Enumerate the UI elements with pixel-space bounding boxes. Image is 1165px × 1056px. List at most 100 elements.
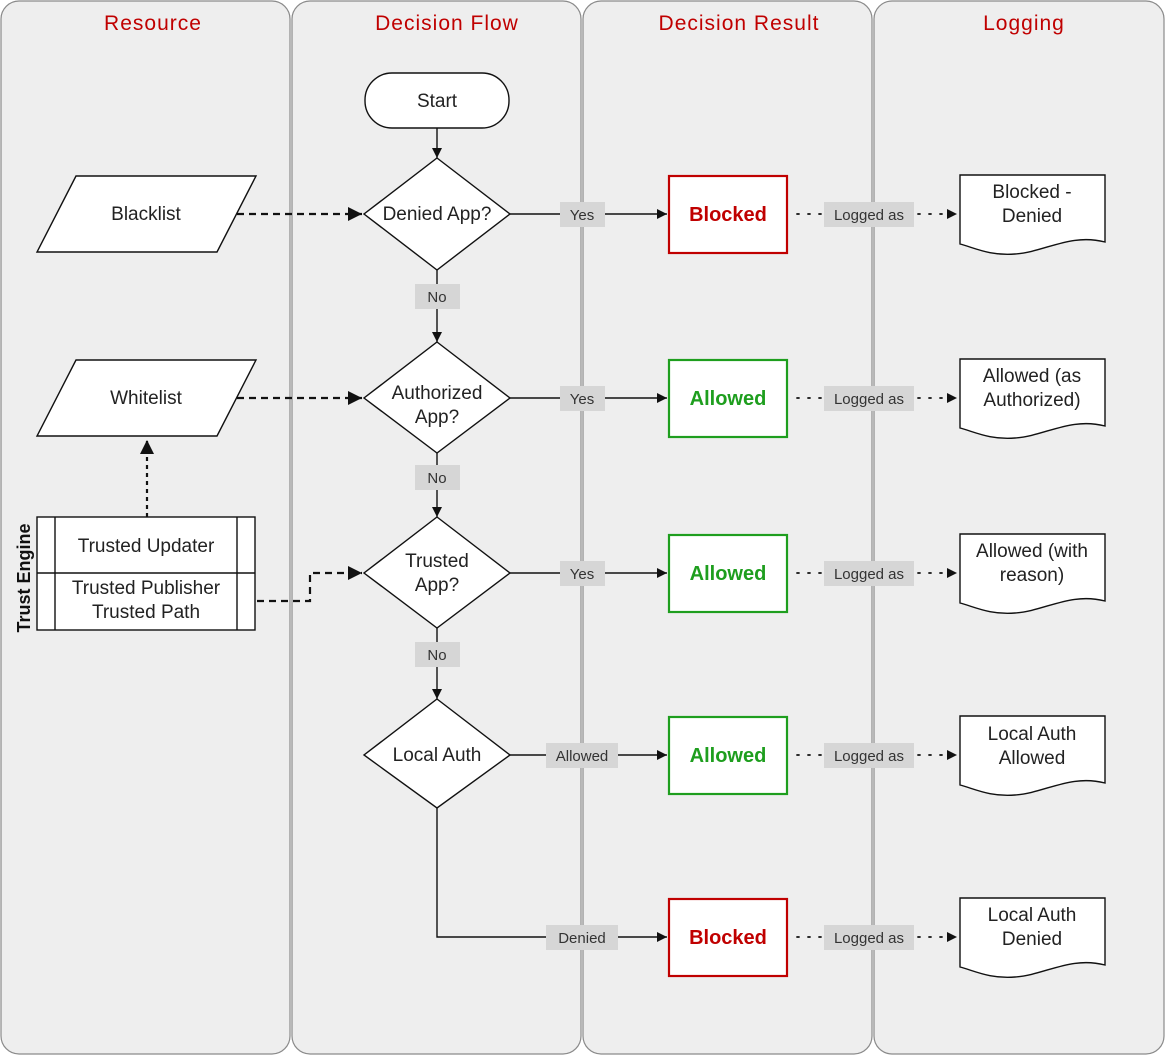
edge-trust-engine-to-trusted (257, 566, 362, 603)
label-text: Logged as (834, 748, 904, 765)
log-document-5: Local Auth Denied (959, 897, 1106, 979)
result-allowed-2: Allowed (667, 533, 789, 614)
label-text: Denied (558, 930, 606, 947)
trust-engine-row-path: Trusted Path (92, 602, 200, 623)
decision-denied-shape (362, 157, 512, 271)
label-logged-as-1: Logged as (824, 202, 914, 227)
log-line-2: Authorized) (983, 390, 1080, 411)
decision-local-auth: Local Auth (362, 698, 512, 809)
log-line-2: Denied (1002, 206, 1062, 227)
label-background (824, 925, 914, 950)
decision-authorized-shape (362, 341, 512, 454)
result-blocked-box (667, 174, 789, 255)
decision-authorized-label-line2: App? (415, 407, 459, 428)
result-allowed-label: Allowed (690, 388, 767, 410)
start-node: Start (364, 72, 510, 129)
label-text: Logged as (834, 391, 904, 408)
result-blocked-2: Blocked (667, 897, 789, 978)
label-background (415, 642, 460, 667)
label-background (415, 465, 460, 490)
lane-logging: Logging (873, 0, 1165, 1055)
result-blocked-label: Blocked (689, 204, 767, 226)
label-text: Yes (570, 207, 594, 224)
start-label: Start (417, 91, 458, 112)
result-blocked-box (667, 897, 789, 978)
label-text: Logged as (834, 930, 904, 947)
result-allowed-box (667, 533, 789, 614)
label-trusted-no: No (415, 642, 460, 667)
decision-trusted-label-line1: Trusted (405, 551, 469, 572)
log-document-shape (959, 533, 1106, 615)
lane-title-resource: Resource (104, 12, 202, 35)
blacklist-shape (35, 175, 258, 253)
log-line-1: Allowed (as (983, 366, 1081, 387)
label-background (824, 561, 914, 586)
lane-logging-background (873, 0, 1165, 1055)
blacklist-label: Blacklist (111, 204, 181, 225)
whitelist-shape (35, 359, 258, 437)
log-document-shape (959, 897, 1106, 979)
log-document-3: Allowed (with reason) (959, 533, 1106, 615)
label-background (560, 202, 605, 227)
label-background (560, 561, 605, 586)
decision-denied-app: Denied App? (362, 157, 512, 271)
decision-trusted-app: Trusted App? (362, 516, 512, 629)
result-blocked-1: Blocked (667, 174, 789, 255)
label-background (415, 284, 460, 309)
label-logged-as-5: Logged as (824, 925, 914, 950)
lane-title-decision-flow: Decision Flow (375, 12, 519, 35)
label-trusted-yes: Yes (560, 561, 605, 586)
log-line-2: Denied (1002, 929, 1062, 950)
trust-engine-node: Trusted Updater Trusted Publisher Truste… (14, 516, 256, 633)
log-document-1: Blocked - Denied (959, 174, 1106, 256)
start-shape (364, 72, 510, 129)
label-logged-as-2: Logged as (824, 386, 914, 411)
log-document-shape (959, 358, 1106, 440)
trust-engine-title: Trust Engine (14, 523, 34, 632)
label-denied-no: No (415, 284, 460, 309)
label-text: Yes (570, 391, 594, 408)
log-document-2: Allowed (as Authorized) (959, 358, 1106, 440)
trust-engine-row-updater: Trusted Updater (78, 536, 215, 557)
result-allowed-box (667, 358, 789, 439)
lane-title-decision-result: Decision Result (659, 12, 820, 35)
label-text: No (427, 289, 446, 306)
label-logged-as-4: Logged as (824, 743, 914, 768)
result-allowed-label: Allowed (690, 745, 767, 767)
log-document-4: Local Auth Allowed (959, 715, 1106, 797)
whitelist-node: Whitelist (35, 359, 258, 437)
result-blocked-label: Blocked (689, 927, 767, 949)
label-text: No (427, 647, 446, 664)
label-text: Allowed (556, 748, 609, 765)
decision-trusted-shape (362, 516, 512, 629)
log-line-2: Allowed (999, 748, 1066, 769)
decision-denied-label: Denied App? (383, 204, 492, 225)
result-allowed-3: Allowed (667, 715, 789, 796)
lane-decision-result-background (582, 0, 873, 1055)
whitelist-label: Whitelist (110, 388, 183, 409)
result-allowed-box (667, 715, 789, 796)
log-line-2: reason) (1000, 565, 1064, 586)
label-localauth-denied: Denied (546, 925, 618, 950)
label-authorized-no: No (415, 465, 460, 490)
label-background (824, 743, 914, 768)
log-document-shape (959, 174, 1106, 256)
label-text: Logged as (834, 566, 904, 583)
label-localauth-allowed: Allowed (546, 743, 618, 768)
result-allowed-label: Allowed (690, 563, 767, 585)
label-text: Yes (570, 566, 594, 583)
lane-title-logging: Logging (983, 12, 1065, 35)
label-background (546, 743, 618, 768)
result-allowed-1: Allowed (667, 358, 789, 439)
log-line-1: Blocked - (992, 182, 1071, 203)
log-document-shape (959, 715, 1106, 797)
decision-local-auth-shape (362, 698, 512, 809)
label-background (560, 386, 605, 411)
label-background (824, 202, 914, 227)
decision-authorized-label-line1: Authorized (392, 383, 483, 404)
label-denied-yes: Yes (560, 202, 605, 227)
label-logged-as-3: Logged as (824, 561, 914, 586)
log-line-1: Local Auth (988, 724, 1077, 745)
decision-local-auth-label: Local Auth (393, 745, 482, 766)
